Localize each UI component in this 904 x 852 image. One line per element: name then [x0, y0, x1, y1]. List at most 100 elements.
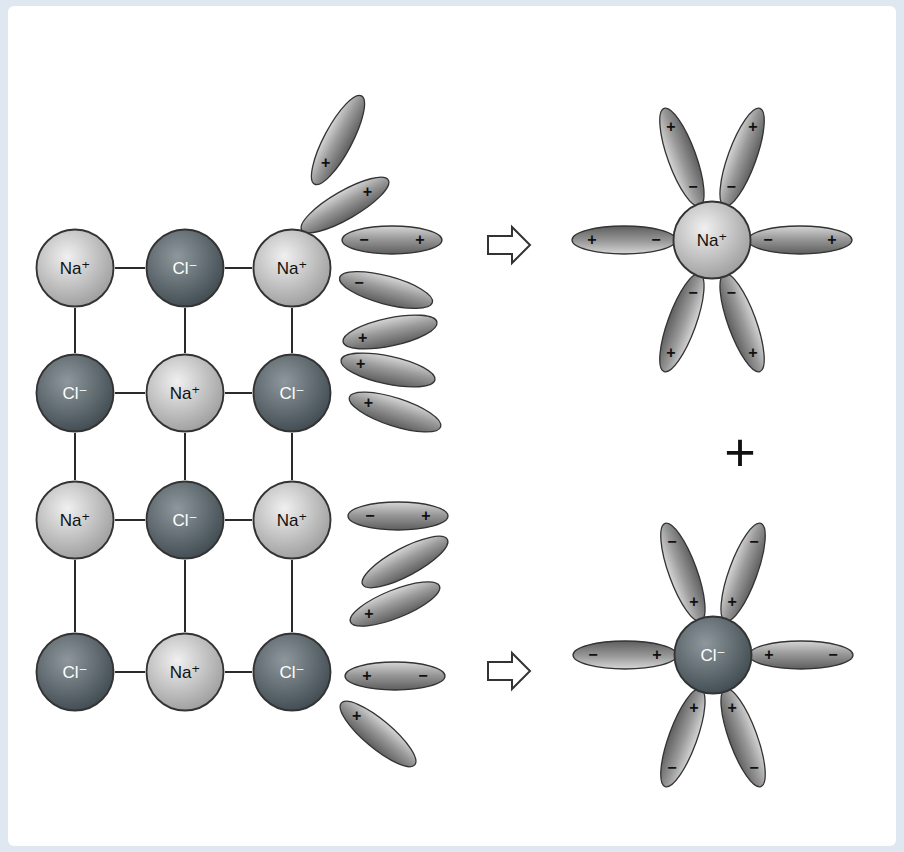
charge-sign: − [365, 508, 374, 524]
water-dipole [651, 104, 713, 211]
charge-sign: + [748, 119, 757, 135]
ion-label: Na⁺ [251, 227, 333, 309]
ionic-bond [291, 433, 293, 480]
charge-sign: + [362, 668, 371, 684]
charge-sign: − [359, 232, 368, 248]
charge-sign: + [358, 330, 367, 346]
chloride-ion: Cl⁻ [144, 479, 226, 561]
water-dipole [749, 641, 853, 669]
charge-sign: − [749, 760, 758, 776]
water-dipole [338, 346, 438, 393]
water-dipole [572, 226, 676, 254]
charge-sign: + [321, 155, 330, 171]
ion-label: Cl⁻ [251, 352, 333, 434]
charge-sign: − [828, 647, 837, 663]
charge-sign: + [587, 232, 596, 248]
water-dipole [711, 104, 773, 211]
water-molecules [295, 89, 853, 791]
ionic-bond [184, 433, 186, 480]
plus-sign: + [724, 425, 756, 479]
water-dipole [712, 519, 774, 626]
water-dipole [345, 573, 444, 635]
sodium-ion: Na⁺ [671, 199, 753, 281]
charge-sign: + [421, 508, 430, 524]
ionic-bond [225, 267, 252, 269]
charge-sign: − [688, 179, 697, 195]
ionic-bond [74, 433, 76, 480]
charge-sign: + [352, 708, 361, 724]
ion-label: Na⁺ [251, 479, 333, 561]
ion-label: Cl⁻ [144, 227, 226, 309]
water-dipole [348, 502, 448, 530]
charge-sign: + [727, 594, 736, 610]
charge-sign: − [651, 232, 660, 248]
charge-sign: − [726, 179, 735, 195]
ionic-bond [184, 560, 186, 632]
charge-sign: + [652, 647, 661, 663]
charge-sign: + [415, 232, 424, 248]
ionic-bond [291, 308, 293, 353]
ionic-bond [225, 519, 252, 521]
ionic-bond [115, 267, 145, 269]
sodium-ion: Na⁺ [34, 479, 116, 561]
charge-sign: + [363, 184, 372, 200]
sodium-ion: Na⁺ [144, 352, 226, 434]
charge-sign: + [364, 606, 373, 622]
charge-sign: − [667, 760, 676, 776]
ionic-bond [74, 560, 76, 632]
ion-label: Na⁺ [34, 227, 116, 309]
charge-sign: − [354, 275, 363, 291]
chloride-ion: Cl⁻ [144, 227, 226, 309]
water-dipole [748, 226, 852, 254]
ionic-bond [225, 671, 252, 673]
page-ground [8, 6, 896, 846]
ionic-bond [115, 671, 145, 673]
ion-label: Cl⁻ [34, 631, 116, 713]
charge-sign: + [356, 356, 365, 372]
water-dipole [652, 684, 714, 791]
ion-label: Na⁺ [34, 479, 116, 561]
charge-sign: − [749, 534, 758, 550]
ion-label: Na⁺ [144, 352, 226, 434]
water-dipole [573, 641, 677, 669]
ionic-bond [291, 560, 293, 632]
water-dipole [345, 662, 445, 690]
water-dipole [302, 89, 374, 190]
water-dipole [336, 264, 436, 316]
charge-sign: + [666, 345, 675, 361]
sodium-ion: Na⁺ [34, 227, 116, 309]
charge-sign: − [688, 285, 697, 301]
ionic-bond [184, 308, 186, 353]
ion-label: Cl⁻ [672, 614, 754, 696]
charge-sign: + [827, 232, 836, 248]
water-dipole [340, 308, 440, 355]
chloride-ion: Cl⁻ [251, 352, 333, 434]
water-dipole [652, 519, 714, 626]
charge-sign: + [727, 700, 736, 716]
charge-sign: − [726, 285, 735, 301]
water-dipole [345, 384, 445, 440]
water-dipole [711, 269, 773, 376]
ion-label: Na⁺ [144, 631, 226, 713]
chloride-ion: Cl⁻ [34, 631, 116, 713]
ion-label: Cl⁻ [251, 631, 333, 713]
sodium-ion: Na⁺ [251, 227, 333, 309]
charge-sign: − [667, 534, 676, 550]
chloride-ion: Cl⁻ [34, 352, 116, 434]
ion-label: Na⁺ [671, 199, 753, 281]
ionic-bond [115, 392, 145, 394]
water-dipole [332, 692, 424, 775]
chloride-ion: Cl⁻ [251, 631, 333, 713]
ionic-bond [225, 392, 252, 394]
water-dipole [712, 684, 774, 791]
charge-sign: − [588, 647, 597, 663]
charge-sign: + [764, 647, 773, 663]
charge-sign: + [364, 395, 373, 411]
ion-label: Cl⁻ [144, 479, 226, 561]
charge-sign: + [689, 700, 698, 716]
charge-sign: + [748, 345, 757, 361]
charge-sign: − [763, 232, 772, 248]
sodium-ion: Na⁺ [251, 479, 333, 561]
sodium-ion: Na⁺ [144, 631, 226, 713]
